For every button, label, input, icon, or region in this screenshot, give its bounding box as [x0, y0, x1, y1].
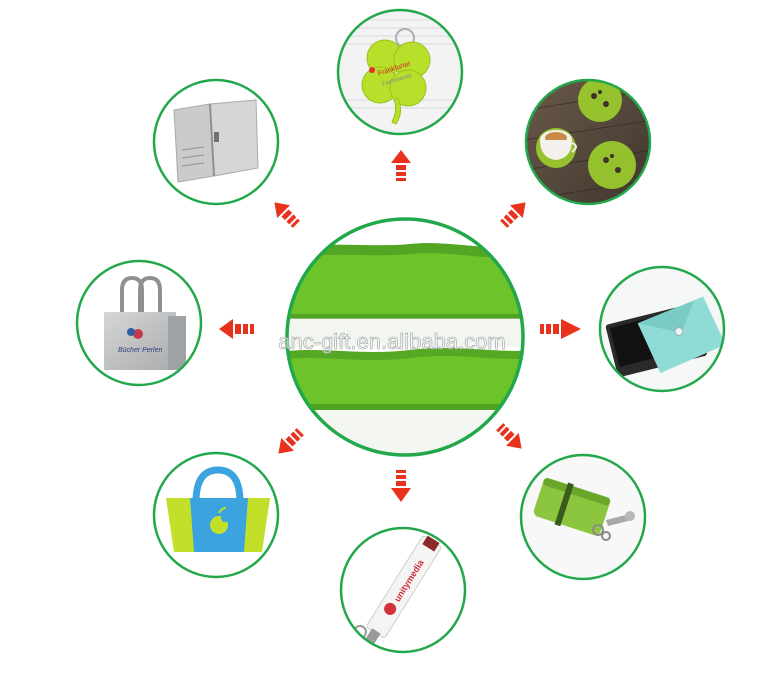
product-bottom: unitymedia: [339, 526, 467, 654]
arrow-up-icon: [391, 150, 411, 181]
arrow-down-right-icon: [496, 423, 522, 449]
product-bottom-right: [519, 453, 647, 581]
clover-keychain-icon: Frankfurter Fachmesse: [338, 10, 462, 134]
product-top-right: [524, 78, 652, 206]
handbag-icon: [154, 453, 278, 577]
green-felt-roll-icon: [287, 219, 523, 455]
product-top-left: [152, 78, 280, 206]
product-bottom-left: [152, 451, 280, 579]
center-product: [285, 217, 525, 457]
tablet-sleeve-icon: [600, 267, 724, 391]
key-pouch-icon: [521, 455, 645, 579]
arrows: [219, 150, 581, 502]
watermark: anc-gift.en.alibaba.com: [278, 329, 505, 354]
arrow-up-left-icon: [274, 202, 300, 228]
lanyard-keychain-icon: unitymedia: [341, 528, 465, 652]
arrow-right-icon: [540, 319, 581, 339]
bag-text: Bücher Perlen: [118, 347, 162, 354]
arrow-down-icon: [391, 470, 411, 502]
folder-icon: [154, 80, 278, 204]
arrow-up-right-icon: [500, 202, 526, 228]
product-right: [598, 265, 726, 393]
arrow-left-icon: [219, 319, 254, 339]
product-top: Frankfurter Fachmesse: [336, 8, 464, 136]
coaster-set-icon: [526, 80, 650, 204]
shopping-bag-icon: Bücher Perlen: [77, 261, 201, 385]
product-left: Bücher Perlen: [75, 259, 203, 387]
arrow-down-left-icon: [278, 428, 304, 454]
